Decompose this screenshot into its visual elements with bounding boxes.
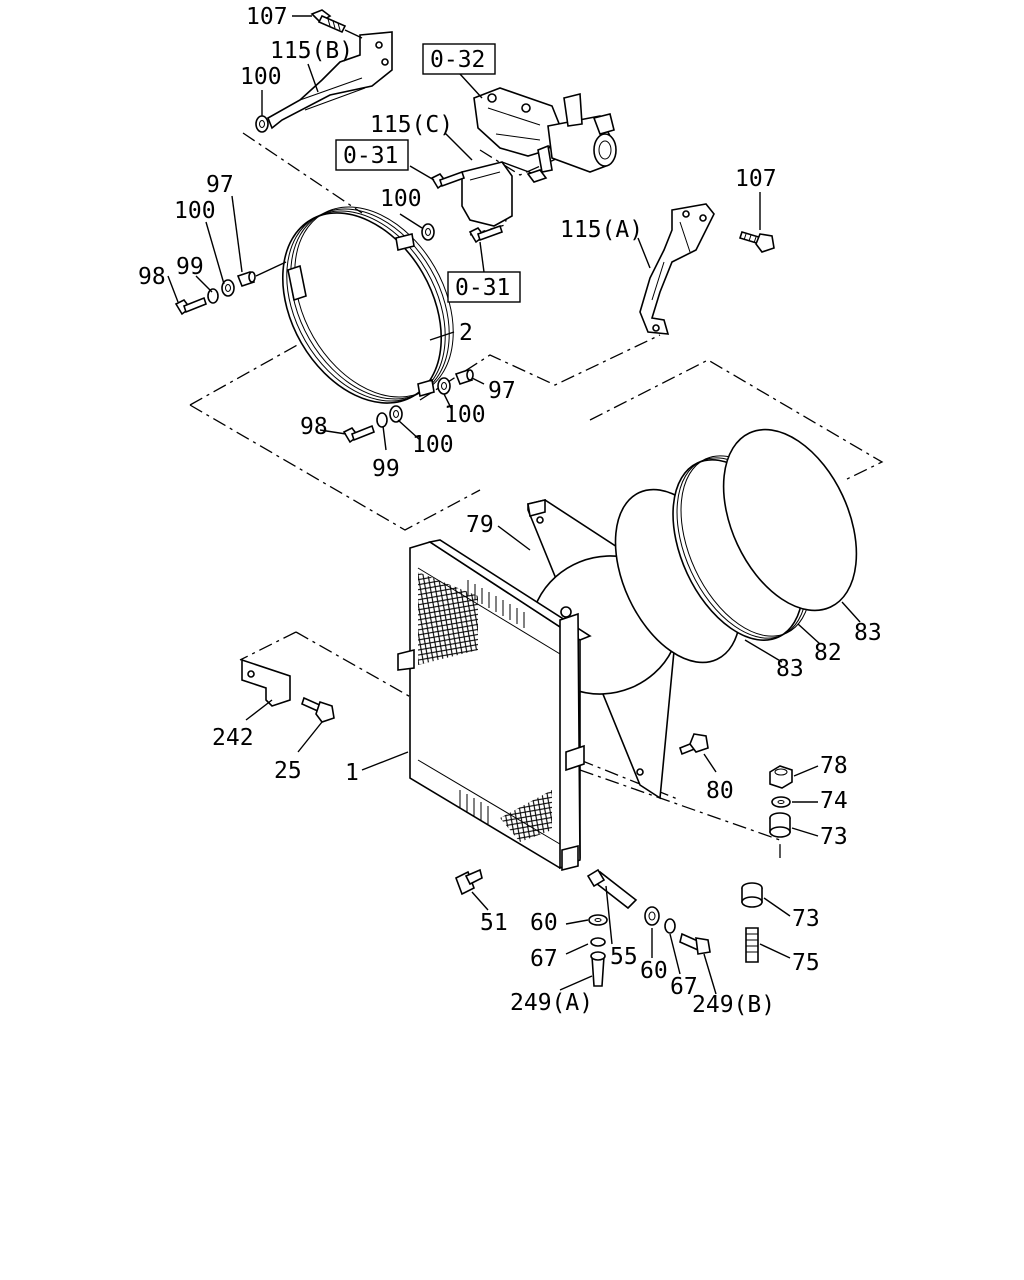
callout-100-top: 100	[240, 64, 282, 90]
hose-55	[586, 868, 638, 910]
reference-032-text: 0-32	[430, 47, 485, 73]
callout-98-upper: 98	[138, 264, 166, 290]
washer-100-mid	[421, 223, 435, 241]
bolt-107-right	[738, 231, 775, 253]
mount-73-lower	[741, 882, 763, 908]
callout-25: 25	[274, 758, 302, 784]
spacer-97-lower	[454, 369, 474, 385]
washer-67-right	[664, 918, 676, 934]
reference-031-lower-text: 0-31	[455, 275, 510, 301]
callout-100-mid: 100	[380, 186, 422, 212]
callout-115c: 115(C)	[370, 112, 453, 138]
callout-67-left: 67	[530, 946, 558, 972]
callout-2: 2	[459, 320, 473, 346]
radiator-core	[397, 539, 592, 872]
callout-80: 80	[706, 778, 734, 804]
reference-box-031-lower: 0-31	[447, 241, 521, 303]
callout-115b: 115(B)	[270, 38, 353, 64]
washer-99-lower	[376, 412, 388, 428]
bracket-242	[241, 658, 291, 707]
callout-115a: 115(A)	[560, 217, 643, 243]
washer-100-top	[255, 115, 269, 133]
callout-249a: 249(A)	[510, 990, 593, 1016]
washer-67-left	[590, 937, 606, 947]
bolt-98-lower	[342, 424, 375, 444]
washer-100-upper-left	[221, 279, 235, 297]
leader-lines	[167, 15, 861, 995]
callout-249b: 249(B)	[692, 992, 775, 1018]
washer-99-upper	[207, 288, 219, 304]
callout-labels: 107 115(B) 100 115(C) 97 100 100 107 115…	[138, 4, 882, 1018]
bolt-107-top	[310, 9, 363, 39]
callout-74: 74	[820, 788, 848, 814]
drain-cock-51	[454, 868, 483, 896]
callout-107-right: 107	[735, 166, 777, 192]
reference-box-032: 0-32	[422, 43, 496, 99]
callout-75: 75	[792, 950, 820, 976]
bracket-115c	[461, 161, 548, 227]
washer-60-left	[588, 914, 608, 926]
bolt-249b	[679, 932, 711, 955]
callout-1: 1	[345, 760, 359, 786]
reference-box-031-upper: 0-31	[335, 139, 409, 171]
bracket-115a	[639, 203, 715, 335]
callout-82: 82	[814, 640, 842, 666]
bolt-98-upper	[174, 296, 207, 316]
callout-100-left: 100	[174, 198, 216, 224]
callout-242: 242	[212, 725, 254, 751]
thermostat-housing	[473, 87, 617, 173]
callout-60-right: 60	[640, 958, 668, 984]
callout-99-upper: 99	[176, 254, 204, 280]
washer-60-right	[644, 906, 660, 926]
callout-97-upper: 97	[206, 172, 234, 198]
callout-97-lower: 97	[488, 378, 516, 404]
callout-73-lower: 73	[792, 906, 820, 932]
callout-98-lower: 98	[300, 414, 328, 440]
mount-73-upper	[769, 812, 791, 838]
spacer-97-upper	[236, 271, 256, 287]
bolt-80	[679, 733, 709, 756]
washer-74	[771, 796, 791, 808]
reference-031-upper-text: 0-31	[343, 143, 398, 169]
callout-60-left: 60	[530, 910, 558, 936]
callout-78: 78	[820, 753, 848, 779]
callout-83-rear: 83	[776, 656, 804, 682]
callout-100-lower-a: 100	[412, 432, 454, 458]
bolt-031-lower	[468, 224, 504, 244]
bolt-031-upper	[430, 170, 466, 190]
callout-73-upper: 73	[820, 824, 848, 850]
washer-100-lower-a	[389, 405, 403, 423]
callout-55: 55	[610, 944, 638, 970]
washer-100-lower-b	[437, 377, 451, 395]
callout-83-front: 83	[854, 620, 882, 646]
callout-51: 51	[480, 910, 508, 936]
fan-shroud-ring	[281, 206, 454, 404]
seal-ring-83-front	[722, 428, 858, 612]
callout-67-right: 67	[670, 974, 698, 1000]
stud-75	[745, 927, 759, 963]
nut-78	[769, 765, 793, 789]
bracket-115b	[266, 31, 393, 130]
callout-100-lower-b: 100	[444, 402, 486, 428]
callout-79: 79	[466, 512, 494, 538]
bolt-25	[301, 696, 335, 723]
callout-107-top: 107	[246, 4, 288, 30]
callout-99-lower: 99	[372, 456, 400, 482]
bolt-249a	[590, 951, 606, 987]
